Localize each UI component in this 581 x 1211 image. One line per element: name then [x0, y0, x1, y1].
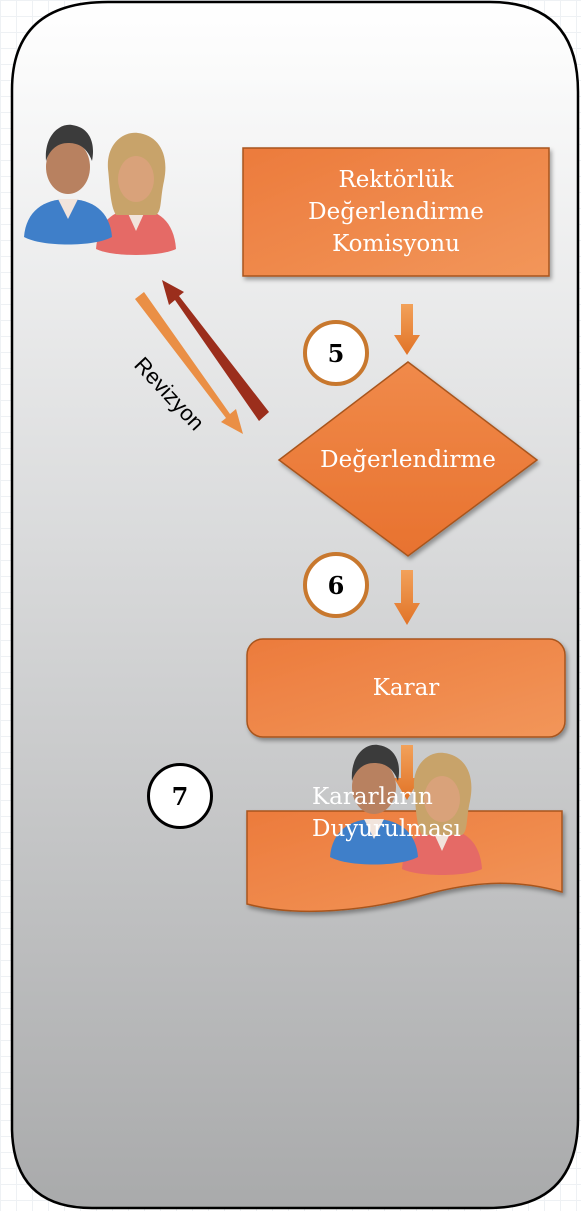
flow-arrow-3: [394, 745, 420, 800]
announcement-label: Kararların Duyurulması: [262, 758, 482, 868]
decision-label-text: Karar: [372, 675, 440, 701]
announcement-line-2: Duyurulması: [312, 816, 461, 842]
step-badge-6: 6: [303, 552, 369, 618]
decision-box: [246, 638, 566, 738]
people-icon-top: [24, 124, 176, 255]
flow-arrow-1: [394, 304, 420, 355]
step-number-7: 7: [171, 781, 189, 811]
revision-arrows: [135, 280, 269, 434]
rectorate-commission-line-2: Değerlendirme: [308, 199, 484, 225]
step-number-6: 6: [327, 570, 345, 600]
rectorate-commission-box: [242, 147, 550, 277]
revision-arrow-forward: [135, 292, 243, 434]
decision-label: Karar: [247, 639, 565, 737]
flow-arrow-2: [394, 570, 420, 625]
step-number-5: 5: [327, 338, 345, 368]
announcement-line-1: Kararların: [312, 784, 433, 810]
evaluation-label: Değerlendirme: [279, 440, 537, 480]
revision-arrow-return: [162, 280, 269, 421]
evaluation-diamond: [277, 361, 539, 557]
rectorate-commission-line-3: Komisyonu: [332, 231, 460, 257]
step-badge-7: 7: [147, 763, 213, 829]
evaluation-label-text: Değerlendirme: [320, 447, 496, 473]
people-icon-bottom: [330, 744, 482, 875]
step-badge-5: 5: [303, 320, 369, 386]
rectorate-commission-label: Rektörlük Değerlendirme Komisyonu: [243, 148, 549, 276]
rectorate-commission-line-1: Rektörlük: [338, 167, 454, 193]
panel-background: [10, 0, 580, 1210]
